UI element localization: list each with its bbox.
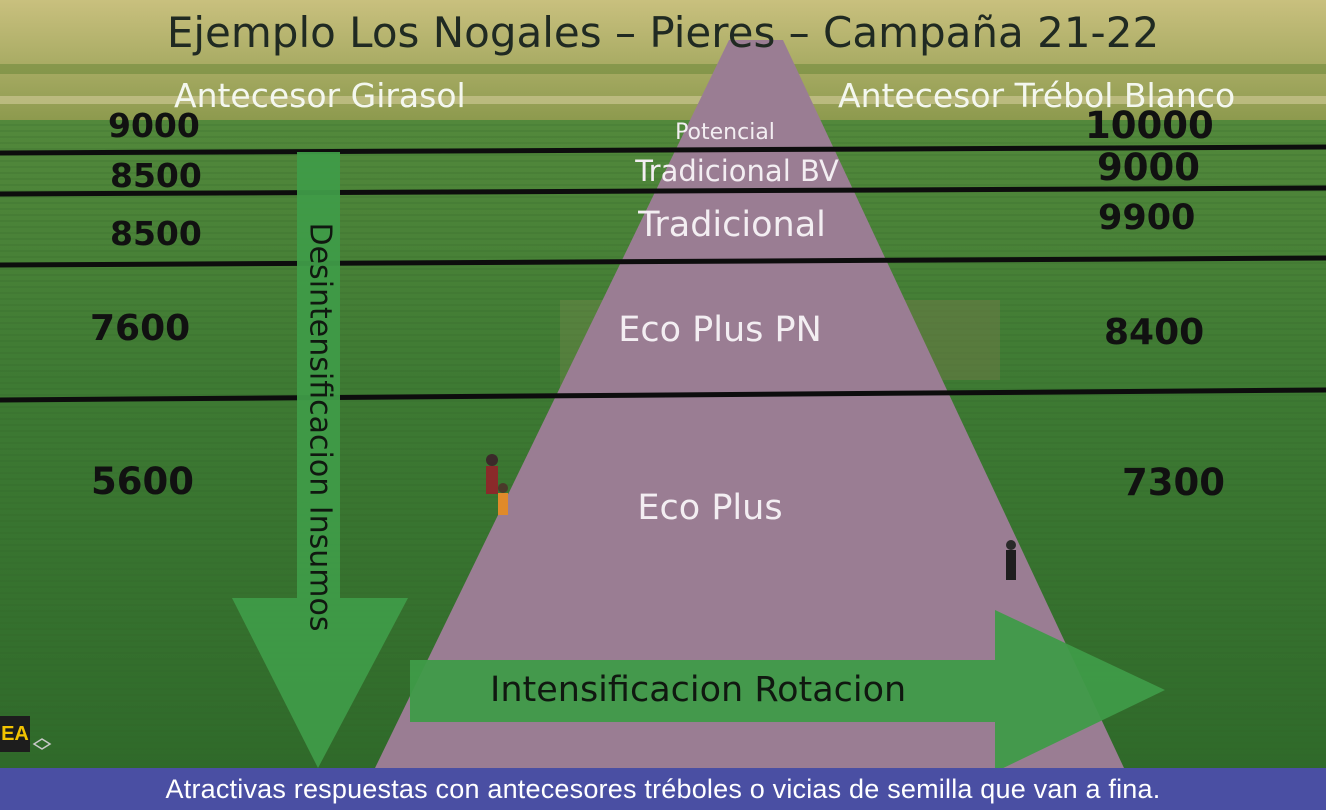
vertical-arrow-label: Desintensificacion Insumos [302,222,338,632]
left-column-header: Antecesor Girasol [174,76,466,115]
person-figure-1 [486,454,498,466]
diamond-logo-icon [32,738,52,750]
right-arrow [410,610,1165,768]
trebol-value-eco-plus: 7300 [1122,461,1225,504]
level-label-eco-plus: Eco Plus [637,488,783,528]
divider-line-2 [0,185,1326,197]
person-figure-3 [1006,540,1016,550]
person-figure-1-body [486,466,498,494]
field-strip-light [0,96,1326,104]
girasol-value-tradicional-bv: 8500 [110,156,202,195]
divider-line-1 [0,144,1326,156]
field-strip [0,64,1326,74]
girasol-value-tradicional: 8500 [110,214,202,253]
trebol-value-tradicional: 9900 [1098,198,1196,238]
level-label-eco-plus-pn: Eco Plus PN [618,310,822,350]
level-label-tradicional-bv: Tradicional BV [635,154,839,188]
divider-line-4 [0,387,1326,403]
down-arrow [232,152,408,768]
secondary-logo-mark [32,738,122,752]
pyramid-road [375,40,1124,768]
slide-title: Ejemplo Los Nogales – Pieres – Campaña 2… [166,8,1160,57]
divider-line-3 [0,255,1326,268]
level-label-potencial: Potencial [675,120,775,145]
inta-logo: EA [0,716,30,752]
trebol-value-eco-plus-pn: 8400 [1104,312,1205,353]
person-figure-2-body [498,493,508,515]
girasol-value-potencial: 9000 [108,106,200,145]
girasol-value-eco-plus-pn: 7600 [90,308,191,349]
horizontal-arrow-label: Intensificacion Rotacion [490,670,907,710]
caption-bar: Atractivas respuestas con antecesores tr… [0,768,1326,810]
logo-text: EA [1,723,29,745]
trebol-value-potencial: 10000 [1085,104,1214,147]
person-figure-3-body [1006,550,1016,580]
right-column-header: Antecesor Trébol Blanco [838,76,1236,115]
trebol-value-tradicional-bv: 9000 [1097,146,1200,189]
person-figure-2 [498,483,508,493]
girasol-value-eco-plus: 5600 [91,460,194,503]
level-label-tradicional: Tradicional [638,205,826,245]
field-photo-background [0,0,1326,768]
